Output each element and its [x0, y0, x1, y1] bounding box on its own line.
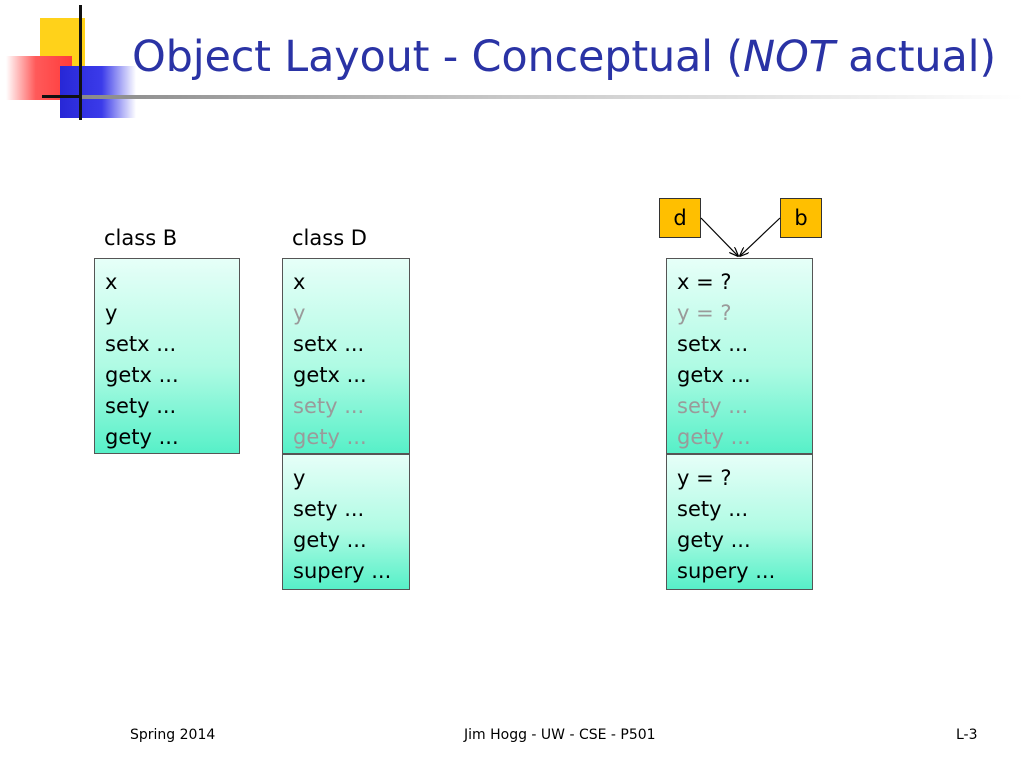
title-underline — [82, 95, 1024, 99]
footer-slide-number: L-3 — [956, 727, 978, 743]
class-d-derived-row: gety ... — [293, 528, 367, 552]
class-d-base-row: getx ... — [293, 363, 367, 387]
class-d-base-row: x — [293, 270, 306, 294]
title-emphasis-text: NOT — [742, 32, 835, 82]
class-d-derived-row: sety ... — [293, 497, 365, 521]
class-b-box: x y setx ... getx ... sety ... gety ... — [94, 258, 240, 454]
class-d-base-box: x y setx ... getx ... sety ... gety ... — [282, 258, 410, 454]
object-derived-box: y = ? sety ... gety ... supery ... — [666, 454, 813, 590]
class-d-label: class D — [292, 226, 367, 250]
object-base-box: x = ? y = ? setx ... getx ... sety ... g… — [666, 258, 813, 454]
object-base-row-hidden: sety ... — [677, 394, 749, 418]
pointer-b-box: b — [780, 198, 822, 238]
title-main-text: Object Layout - Conceptual ( — [132, 32, 743, 82]
class-b-row: y — [105, 301, 118, 325]
object-derived-row: supery ... — [677, 559, 776, 583]
slide-title: Object Layout - Conceptual (NOT actual) — [132, 32, 996, 82]
object-base-row-hidden: gety ... — [677, 425, 751, 449]
class-b-row: gety ... — [105, 425, 179, 449]
class-b-row: setx ... — [105, 332, 177, 356]
footer-date: Spring 2014 — [130, 727, 216, 743]
class-d-derived-row: supery ... — [293, 559, 392, 583]
class-b-row: x — [105, 270, 118, 294]
slide-logo — [0, 0, 140, 125]
object-derived-row: sety ... — [677, 497, 749, 521]
pointer-d-box: d — [659, 198, 701, 238]
arrow-d-to-object — [700, 217, 738, 256]
logo-blue-square — [60, 66, 136, 118]
footer-author: Jim Hogg - UW - CSE - P501 — [464, 727, 656, 743]
class-d-derived-row: y — [293, 466, 306, 490]
logo-vertical-line — [79, 5, 82, 120]
class-d-base-row: setx ... — [293, 332, 365, 356]
class-b-row: getx ... — [105, 363, 179, 387]
class-d-base-row-hidden: sety ... — [293, 394, 365, 418]
object-base-row-hidden: y = ? — [677, 301, 732, 325]
class-d-base-row-hidden: y — [293, 301, 306, 325]
class-d-derived-box: y sety ... gety ... supery ... — [282, 454, 410, 590]
object-derived-row: gety ... — [677, 528, 751, 552]
class-b-label: class B — [104, 226, 178, 250]
class-b-row: sety ... — [105, 394, 177, 418]
class-d-base-row-hidden: gety ... — [293, 425, 367, 449]
object-base-row: getx ... — [677, 363, 751, 387]
object-base-row: setx ... — [677, 332, 749, 356]
object-base-row: x = ? — [677, 270, 732, 294]
title-end-text: actual) — [834, 32, 996, 82]
arrow-b-to-object — [740, 217, 781, 256]
logo-horizontal-line — [42, 95, 82, 98]
object-derived-row: y = ? — [677, 466, 732, 490]
